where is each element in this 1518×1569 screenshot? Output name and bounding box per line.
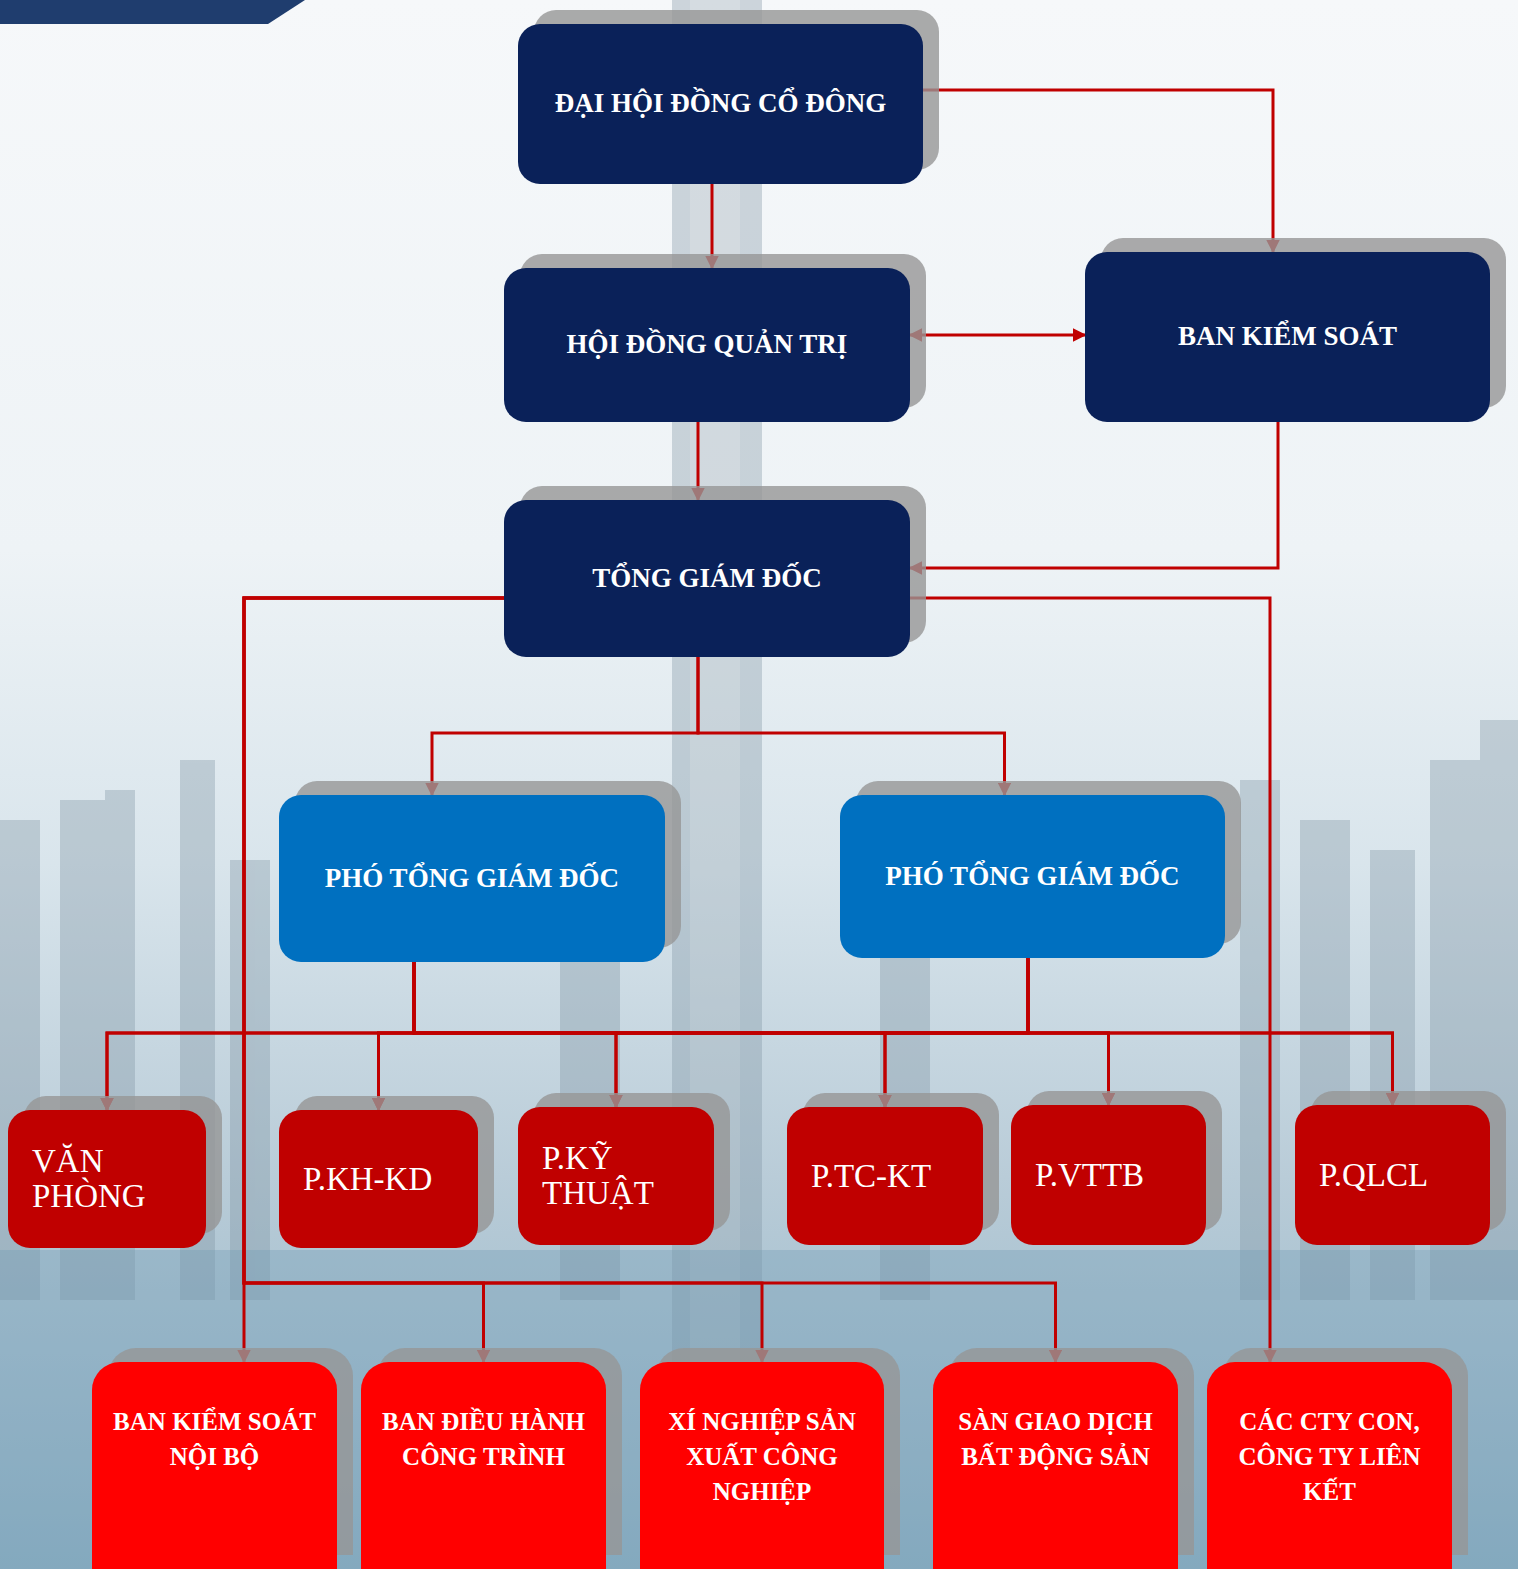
box-label: BAN KIỂM SOÁT [1178, 311, 1397, 362]
box-label: XÍ NGHIỆP SẢN XUẤT CÔNG NGHIỆP [658, 1404, 866, 1509]
governance-box: TỔNG GIÁM ĐỐC [504, 500, 910, 657]
box-label: P.TC-KT [811, 1159, 931, 1194]
connector-arrow [910, 422, 1278, 568]
deputy-box: PHÓ TỔNG GIÁM ĐỐC [840, 795, 1225, 958]
department-box: P.KỸ THUẬT [518, 1107, 714, 1245]
box-label: CÁC CTY CON, CÔNG TY LIÊN KẾT [1225, 1404, 1434, 1509]
box-label: PHÓ TỔNG GIÁM ĐỐC [885, 861, 1179, 892]
connector-arrow [910, 334, 1085, 337]
connector-arrow [244, 598, 1056, 1362]
unit-box: BAN KIỂM SOÁT NỘI BỘ [92, 1362, 337, 1569]
deputy-box: PHÓ TỔNG GIÁM ĐỐC [279, 795, 665, 962]
box-label: HỘI ĐỒNG QUẢN TRỊ [567, 319, 848, 370]
box-label: BAN KIỂM SOÁT NỘI BỘ [110, 1404, 319, 1474]
connector-arrow [432, 657, 698, 795]
governance-box: ĐẠI HỘI ĐỒNG CỔ ĐÔNG [518, 24, 923, 184]
department-box: VĂN PHÒNG [8, 1110, 206, 1248]
connector-arrow [616, 958, 1028, 1107]
unit-box: SÀN GIAO DỊCH BẤT ĐỘNG SẢN [933, 1362, 1178, 1569]
box-label: ĐẠI HỘI ĐỒNG CỔ ĐÔNG [555, 78, 887, 129]
box-label: P.KH-KD [303, 1162, 432, 1197]
box-label: P.VTTB [1035, 1158, 1144, 1193]
connector-arrow [711, 184, 714, 268]
connector-arrow [244, 598, 504, 1362]
unit-box: CÁC CTY CON, CÔNG TY LIÊN KẾT [1207, 1362, 1452, 1569]
department-box: P.QLCL [1295, 1105, 1490, 1245]
department-box: P.KH-KD [279, 1110, 478, 1248]
connector-arrow [697, 422, 700, 500]
box-label: PHÓ TỔNG GIÁM ĐỐC [325, 863, 619, 894]
department-box: P.TC-KT [787, 1107, 983, 1245]
connector-arrow [244, 598, 504, 1362]
unit-box: BAN ĐIỀU HÀNH CÔNG TRÌNH [361, 1362, 606, 1569]
box-label: P.QLCL [1319, 1158, 1428, 1193]
connector-arrow [1028, 958, 1393, 1105]
connector-arrow [379, 962, 415, 1110]
box-label: BAN ĐIỀU HÀNH CÔNG TRÌNH [379, 1404, 588, 1474]
box-label: P.KỸ THUẬT [542, 1141, 700, 1210]
corner-bar [0, 0, 305, 24]
connector-arrow [698, 657, 1005, 795]
connector-arrow [244, 598, 762, 1362]
governance-box: BAN KIỂM SOÁT [1085, 252, 1490, 422]
connector-arrow [923, 90, 1273, 252]
box-label: VĂN PHÒNG [32, 1144, 192, 1213]
box-label: SÀN GIAO DỊCH BẤT ĐỘNG SẢN [951, 1404, 1160, 1474]
connector-arrow [910, 598, 1270, 1362]
box-label: TỔNG GIÁM ĐỐC [592, 553, 822, 604]
connector-arrow [107, 962, 414, 1110]
unit-box: XÍ NGHIỆP SẢN XUẤT CÔNG NGHIỆP [640, 1362, 884, 1569]
connector-arrow [885, 958, 1028, 1107]
department-box: P.VTTB [1011, 1105, 1206, 1245]
connector-arrow [379, 958, 1029, 1110]
governance-box: HỘI ĐỒNG QUẢN TRỊ [504, 268, 910, 422]
water [0, 1250, 1518, 1569]
